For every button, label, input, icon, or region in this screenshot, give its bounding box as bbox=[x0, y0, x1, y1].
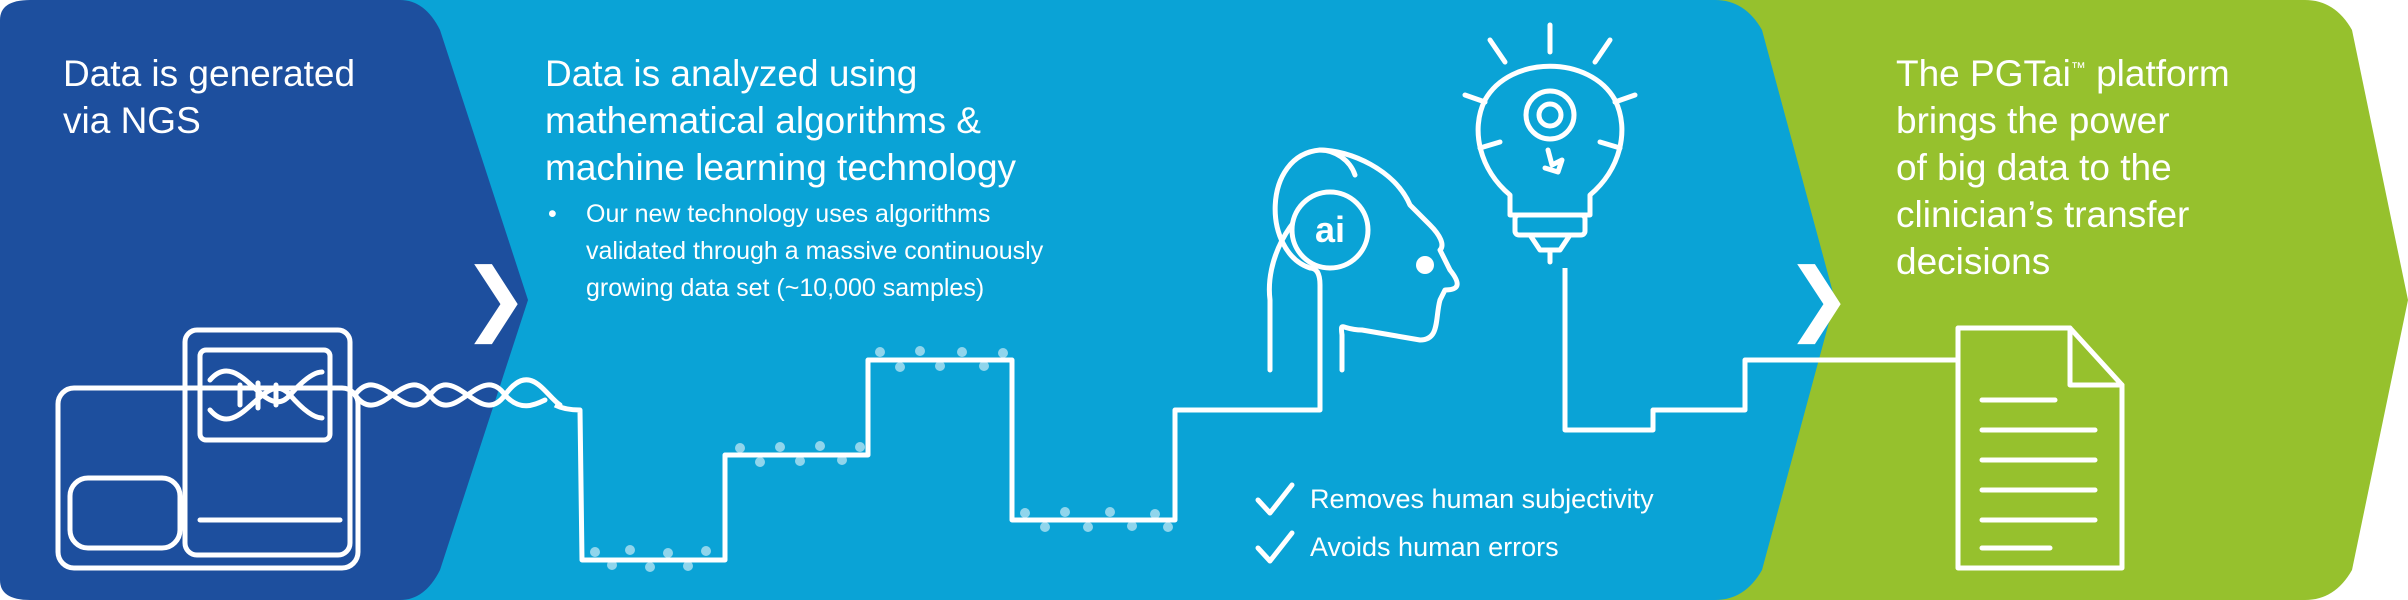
panel-insights-heading-line: decisions bbox=[1896, 241, 2051, 282]
panel-analysis-heading-line: Data is analyzed using bbox=[545, 53, 918, 94]
chevron-right-icon: ❯ bbox=[462, 253, 530, 342]
panel-insights-heading-line: brings the power bbox=[1896, 100, 2170, 141]
check-icon bbox=[1255, 530, 1295, 564]
ai-head-icon bbox=[1266, 147, 1460, 373]
panel-generation-background bbox=[0, 0, 528, 600]
lightbulb-gear-icon bbox=[1462, 22, 1638, 265]
trademark-mark: ™ bbox=[2070, 59, 2086, 77]
panel-insights-heading-line: clinician’s transfer bbox=[1896, 194, 2190, 235]
ai-badge-label: ai bbox=[1314, 209, 1346, 250]
panel-insights-heading-line: of big data to the bbox=[1896, 147, 2172, 188]
panel-insights-background bbox=[1700, 0, 2408, 600]
panel-analysis-heading: Data is analyzed using mathematical algo… bbox=[545, 50, 1016, 191]
panel-analysis-bullet: • Our new technology uses algorithms val… bbox=[548, 196, 1044, 307]
bullet-line: growing data set (~10,000 samples) bbox=[586, 274, 985, 302]
check-item-errors: Avoids human errors bbox=[1310, 532, 1559, 562]
sequencer-icon bbox=[55, 327, 361, 571]
check-icon bbox=[1255, 482, 1295, 516]
panel-generation-heading-line: Data is generated bbox=[63, 53, 356, 94]
document-icon bbox=[1955, 325, 2125, 571]
panel-insights-heading-suffix: platform bbox=[2085, 53, 2230, 94]
ai-head-eye bbox=[1416, 256, 1434, 274]
panel-insights-heading: The PGTai™ platform brings the power of … bbox=[1896, 50, 2230, 285]
panel-generation-heading-line: via NGS bbox=[63, 100, 201, 141]
check-item-subjectivity: Removes human subjectivity bbox=[1310, 484, 1654, 514]
data-signal-line bbox=[553, 265, 1323, 563]
bullet-marker: • bbox=[548, 200, 557, 228]
dna-strand-line bbox=[352, 377, 563, 409]
chevron-right-icon: ❯ bbox=[1785, 253, 1853, 342]
panel-analysis-heading-line: mathematical algorithms & bbox=[545, 100, 981, 141]
sample-dots bbox=[590, 346, 1173, 572]
panel-insights-heading-line: The PGTai™ platform bbox=[1896, 50, 2230, 97]
bullet-line: Our new technology uses algorithms bbox=[586, 200, 991, 228]
data-signal-line-right bbox=[1562, 268, 1960, 433]
bullet-line: validated through a massive continuously bbox=[586, 237, 1044, 265]
panel-generation-heading: Data is generated via NGS bbox=[63, 50, 355, 144]
panel-analysis-heading-line: machine learning technology bbox=[545, 147, 1017, 188]
panel-insights-heading-brand: The PGTai bbox=[1896, 53, 2071, 94]
